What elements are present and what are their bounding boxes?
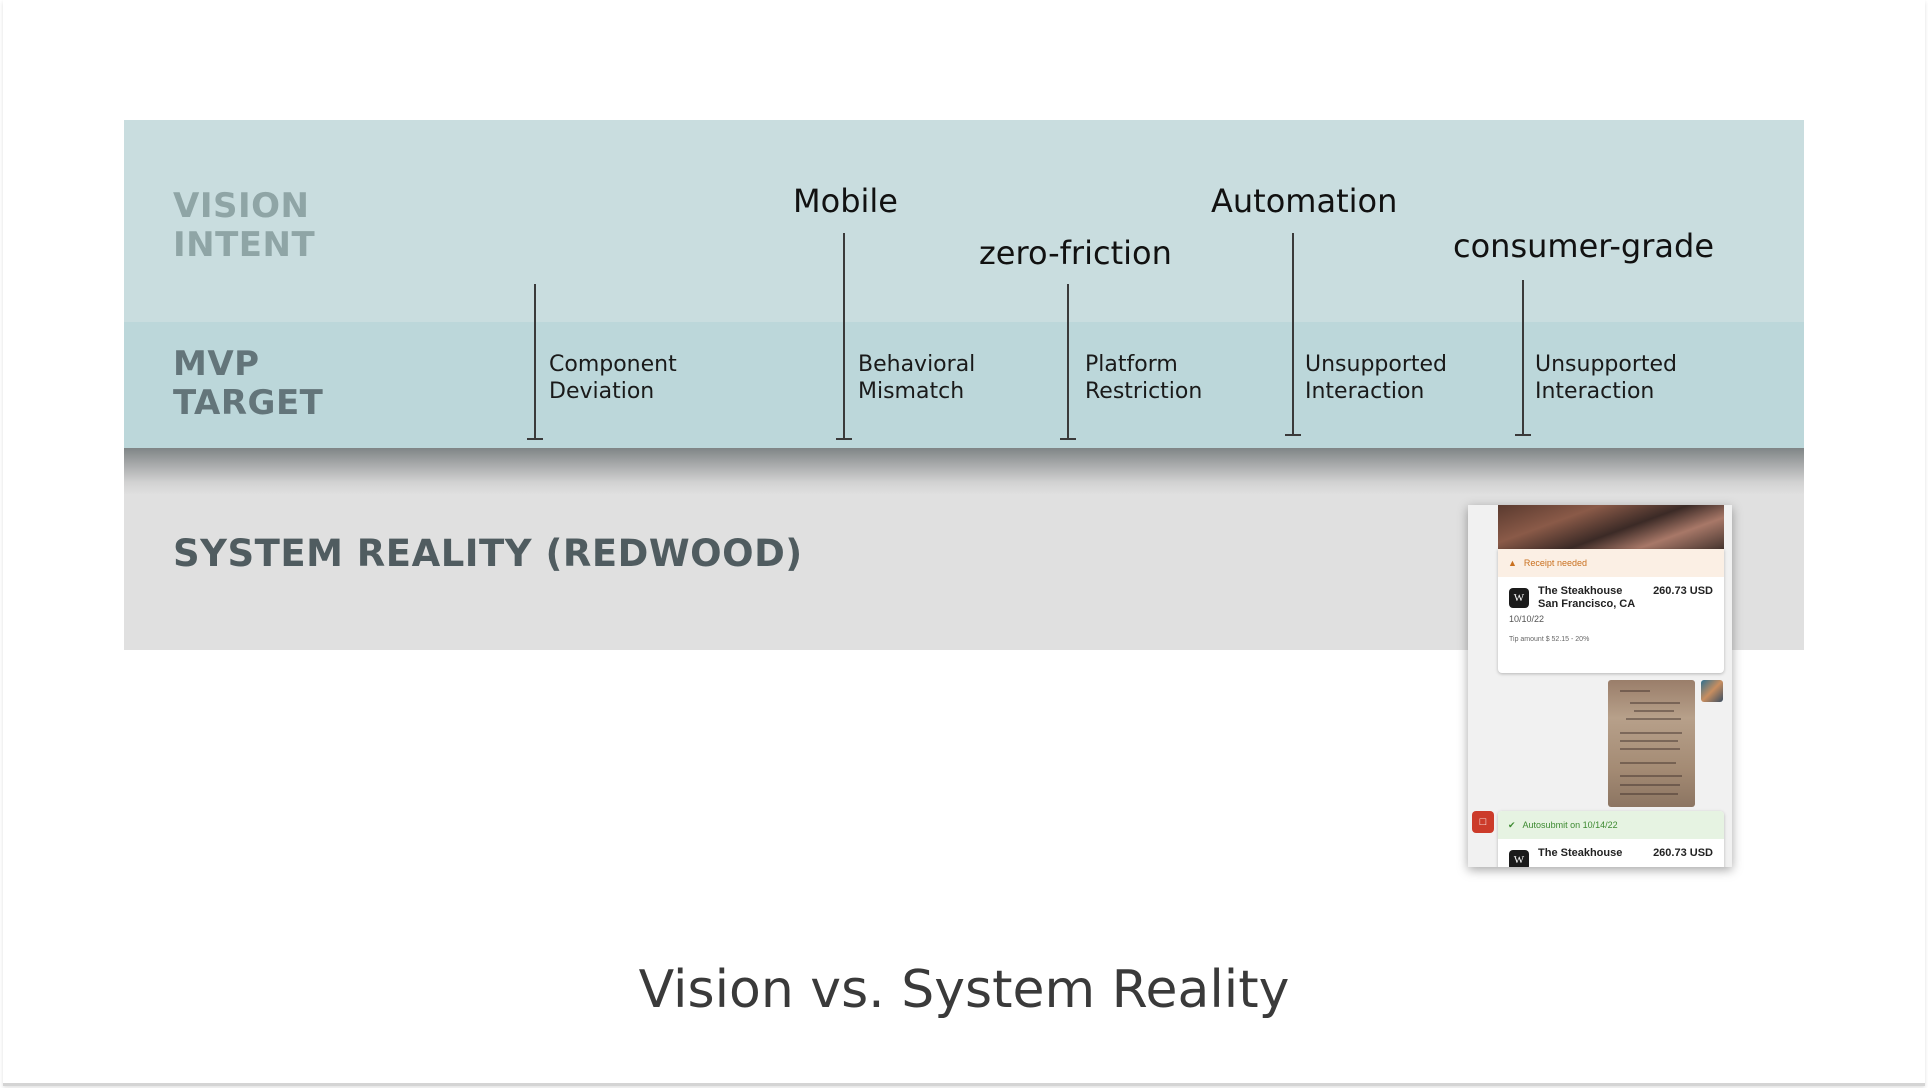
merchant-logo-icon: W [1509, 588, 1529, 608]
gap-unsupported-interaction-1: Unsupported Interaction [1305, 352, 1448, 404]
connector-consumer-grade [1515, 280, 1531, 436]
mvp-target-label: MVP TARGET [173, 344, 324, 423]
concept-zero-friction: zero-friction [979, 234, 1172, 272]
receipt-needed-banner: ▲ Receipt needed [1498, 549, 1724, 577]
tip-amount: Tip amount $ 52.15 - 20% [1509, 636, 1590, 643]
connector-automation [1285, 233, 1301, 436]
concept-automation: Automation [1211, 182, 1398, 220]
concept-consumer-grade: consumer-grade [1453, 227, 1714, 265]
expense-app-mockup: ▲ Receipt needed W The Steakhouse San Fr… [1468, 505, 1732, 867]
food-photo [1498, 505, 1724, 549]
expense-amount-2: 260.73 USD [1653, 847, 1713, 859]
merchant-logo-icon: W [1509, 850, 1529, 867]
slide-title: Vision vs. System Reality [638, 960, 1290, 1020]
autosubmit-text: Autosubmit on 10/14/22 [1522, 820, 1618, 830]
gap-platform-restriction: Platform Restriction [1085, 352, 1203, 404]
connector-zero-friction [1060, 284, 1076, 440]
chat-icon[interactable]: □ [1472, 811, 1494, 833]
merchant-row-2: W The Steakhouse 260.73 USD [1498, 847, 1724, 867]
check-circle-icon: ✔ [1508, 819, 1516, 830]
connector-mobile [836, 233, 852, 440]
band-shadow [124, 448, 1804, 494]
expense-card: ▲ Receipt needed W The Steakhouse San Fr… [1498, 549, 1724, 673]
concept-mobile: Mobile [793, 182, 898, 220]
expense-card-2: ✔ Autosubmit on 10/14/22 W The Steakhous… [1498, 811, 1724, 867]
expense-amount: 260.73 USD [1653, 585, 1713, 597]
connector-component-deviation [527, 284, 543, 440]
merchant-name: The Steakhouse [1538, 585, 1623, 597]
gap-unsupported-interaction-2: Unsupported Interaction [1535, 352, 1678, 404]
merchant-name-2: The Steakhouse [1538, 847, 1623, 859]
merchant-row: W The Steakhouse San Francisco, CA 260.7… [1498, 585, 1724, 611]
warning-icon: ▲ [1508, 558, 1517, 568]
receipt-photo [1608, 680, 1695, 807]
expense-date: 10/10/22 [1509, 614, 1545, 624]
system-reality-label: SYSTEM REALITY (REDWOOD) [173, 532, 803, 575]
gap-component-deviation: Component Deviation [549, 352, 677, 404]
gap-behavioral-mismatch: Behavioral Mismatch [858, 352, 976, 404]
vision-intent-band [124, 120, 1804, 322]
user-avatar [1701, 680, 1723, 702]
autosubmit-banner: ✔ Autosubmit on 10/14/22 [1498, 811, 1724, 839]
receipt-needed-text: Receipt needed [1523, 558, 1587, 568]
merchant-city: San Francisco, CA [1538, 598, 1636, 610]
vision-intent-label: VISION INTENT [173, 186, 316, 265]
mvp-target-band [124, 322, 1804, 448]
